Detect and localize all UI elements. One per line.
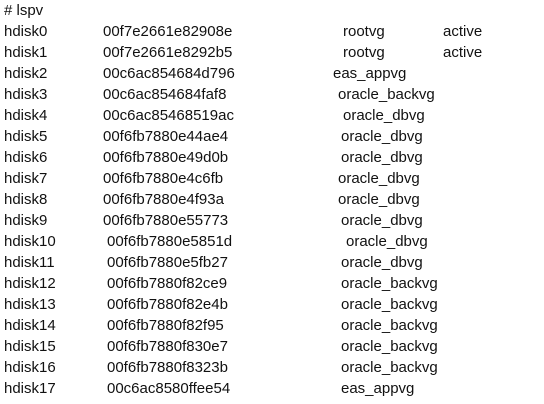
volume-group: eas_appvg <box>333 65 407 82</box>
volume-group: rootvg <box>343 23 385 40</box>
pvid: 00c6ac854684faf8 <box>103 86 227 103</box>
disk-name: hdisk16 <box>4 359 56 376</box>
pvid: 00f6fb7880e49d0b <box>103 149 229 166</box>
disk-name: hdisk11 <box>4 254 55 271</box>
pvid: 00f7e2661e8292b5 <box>103 44 233 61</box>
pvid: 00f6fb7880e4f93a <box>103 191 224 208</box>
command-line: # lspv <box>0 0 544 21</box>
lspv-row: hdisk9 00f6fb7880e55773 oracle_dbvg <box>0 210 544 231</box>
lspv-row: hdisk3 00c6ac854684faf8 oracle_backvg <box>0 84 544 105</box>
disk-name: hdisk7 <box>4 170 48 187</box>
volume-group: oracle_dbvg <box>341 149 423 166</box>
pvid: 00c6ac854684d796 <box>103 65 235 82</box>
volume-group: oracle_backvg <box>341 296 438 313</box>
pvid: 00f6fb7880e44ae4 <box>103 128 229 145</box>
volume-group: eas_appvg <box>341 380 415 397</box>
pvid: 00f6fb7880f82e4b <box>107 296 228 313</box>
volume-group: oracle_dbvg <box>341 254 423 271</box>
command-text: # lspv <box>4 2 44 19</box>
lspv-row: hdisk10 00f6fb7880e5851d oracle_dbvg <box>0 231 544 252</box>
lspv-row: hdisk15 00f6fb7880f830e7 oracle_backvg <box>0 336 544 357</box>
lspv-row: hdisk7 00f6fb7880e4c6fb oracle_dbvg <box>0 168 544 189</box>
pvid: 00f6fb7880f82f95 <box>107 317 224 334</box>
volume-group: oracle_dbvg <box>341 212 423 229</box>
disk-name: hdisk17 <box>4 380 56 397</box>
vg-state: active <box>443 44 483 61</box>
volume-group: oracle_backvg <box>341 275 438 292</box>
volume-group: rootvg <box>343 44 385 61</box>
lspv-row: hdisk14 00f6fb7880f82f95 oracle_backvg <box>0 315 544 336</box>
pvid: 00f6fb7880e5851d <box>107 233 233 250</box>
disk-name: hdisk3 <box>4 86 48 103</box>
pvid: 00f6fb7880f82ce9 <box>107 275 228 292</box>
pvid: 00f6fb7880e5fb27 <box>107 254 228 271</box>
vg-state: active <box>443 23 483 40</box>
lspv-row: hdisk5 00f6fb7880e44ae4 oracle_dbvg <box>0 126 544 147</box>
pvid: 00c6ac85468519ac <box>103 107 234 124</box>
disk-name: hdisk10 <box>4 233 56 250</box>
pvid: 00f7e2661e82908e <box>103 23 233 40</box>
lspv-row: hdisk13 00f6fb7880f82e4b oracle_backvg <box>0 294 544 315</box>
pvid: 00f6fb7880f830e7 <box>107 338 228 355</box>
pvid: 00f6fb7880f8323b <box>107 359 228 376</box>
lspv-row: hdisk11 00f6fb7880e5fb27 oracle_dbvg <box>0 252 544 273</box>
disk-name: hdisk6 <box>4 149 48 166</box>
pvid: 00f6fb7880e55773 <box>103 212 229 229</box>
disk-name: hdisk12 <box>4 275 56 292</box>
volume-group: oracle_dbvg <box>341 128 423 145</box>
disk-name: hdisk5 <box>4 128 48 145</box>
disk-name: hdisk9 <box>4 212 48 229</box>
volume-group: oracle_dbvg <box>346 233 428 250</box>
lspv-row: hdisk16 00f6fb7880f8323b oracle_backvg <box>0 357 544 378</box>
lspv-row: hdisk2 00c6ac854684d796 eas_appvg <box>0 63 544 84</box>
disk-name: hdisk14 <box>4 317 56 334</box>
lspv-row: hdisk6 00f6fb7880e49d0b oracle_dbvg <box>0 147 544 168</box>
lspv-row: hdisk17 00c6ac8580ffee54 eas_appvg <box>0 378 544 399</box>
volume-group: oracle_backvg <box>341 359 438 376</box>
disk-name: hdisk15 <box>4 338 56 355</box>
lspv-row: hdisk0 00f7e2661e82908e rootvg active <box>0 21 544 42</box>
volume-group: oracle_dbvg <box>338 191 420 208</box>
volume-group: oracle_backvg <box>341 338 438 355</box>
volume-group: oracle_dbvg <box>343 107 425 124</box>
volume-group: oracle_backvg <box>338 86 435 103</box>
disk-name: hdisk2 <box>4 65 48 82</box>
disk-name: hdisk13 <box>4 296 56 313</box>
lspv-row: hdisk4 00c6ac85468519ac oracle_dbvg <box>0 105 544 126</box>
lspv-row: hdisk8 00f6fb7880e4f93a oracle_dbvg <box>0 189 544 210</box>
disk-name: hdisk1 <box>4 44 48 61</box>
volume-group: oracle_backvg <box>341 317 438 334</box>
volume-group: oracle_dbvg <box>338 170 420 187</box>
pvid: 00c6ac8580ffee54 <box>107 380 231 397</box>
disk-name: hdisk4 <box>4 107 48 124</box>
lspv-row: hdisk1 00f7e2661e8292b5 rootvg active <box>0 42 544 63</box>
disk-name: hdisk0 <box>4 23 48 40</box>
disk-name: hdisk8 <box>4 191 48 208</box>
lspv-row: hdisk12 00f6fb7880f82ce9 oracle_backvg <box>0 273 544 294</box>
pvid: 00f6fb7880e4c6fb <box>103 170 224 187</box>
